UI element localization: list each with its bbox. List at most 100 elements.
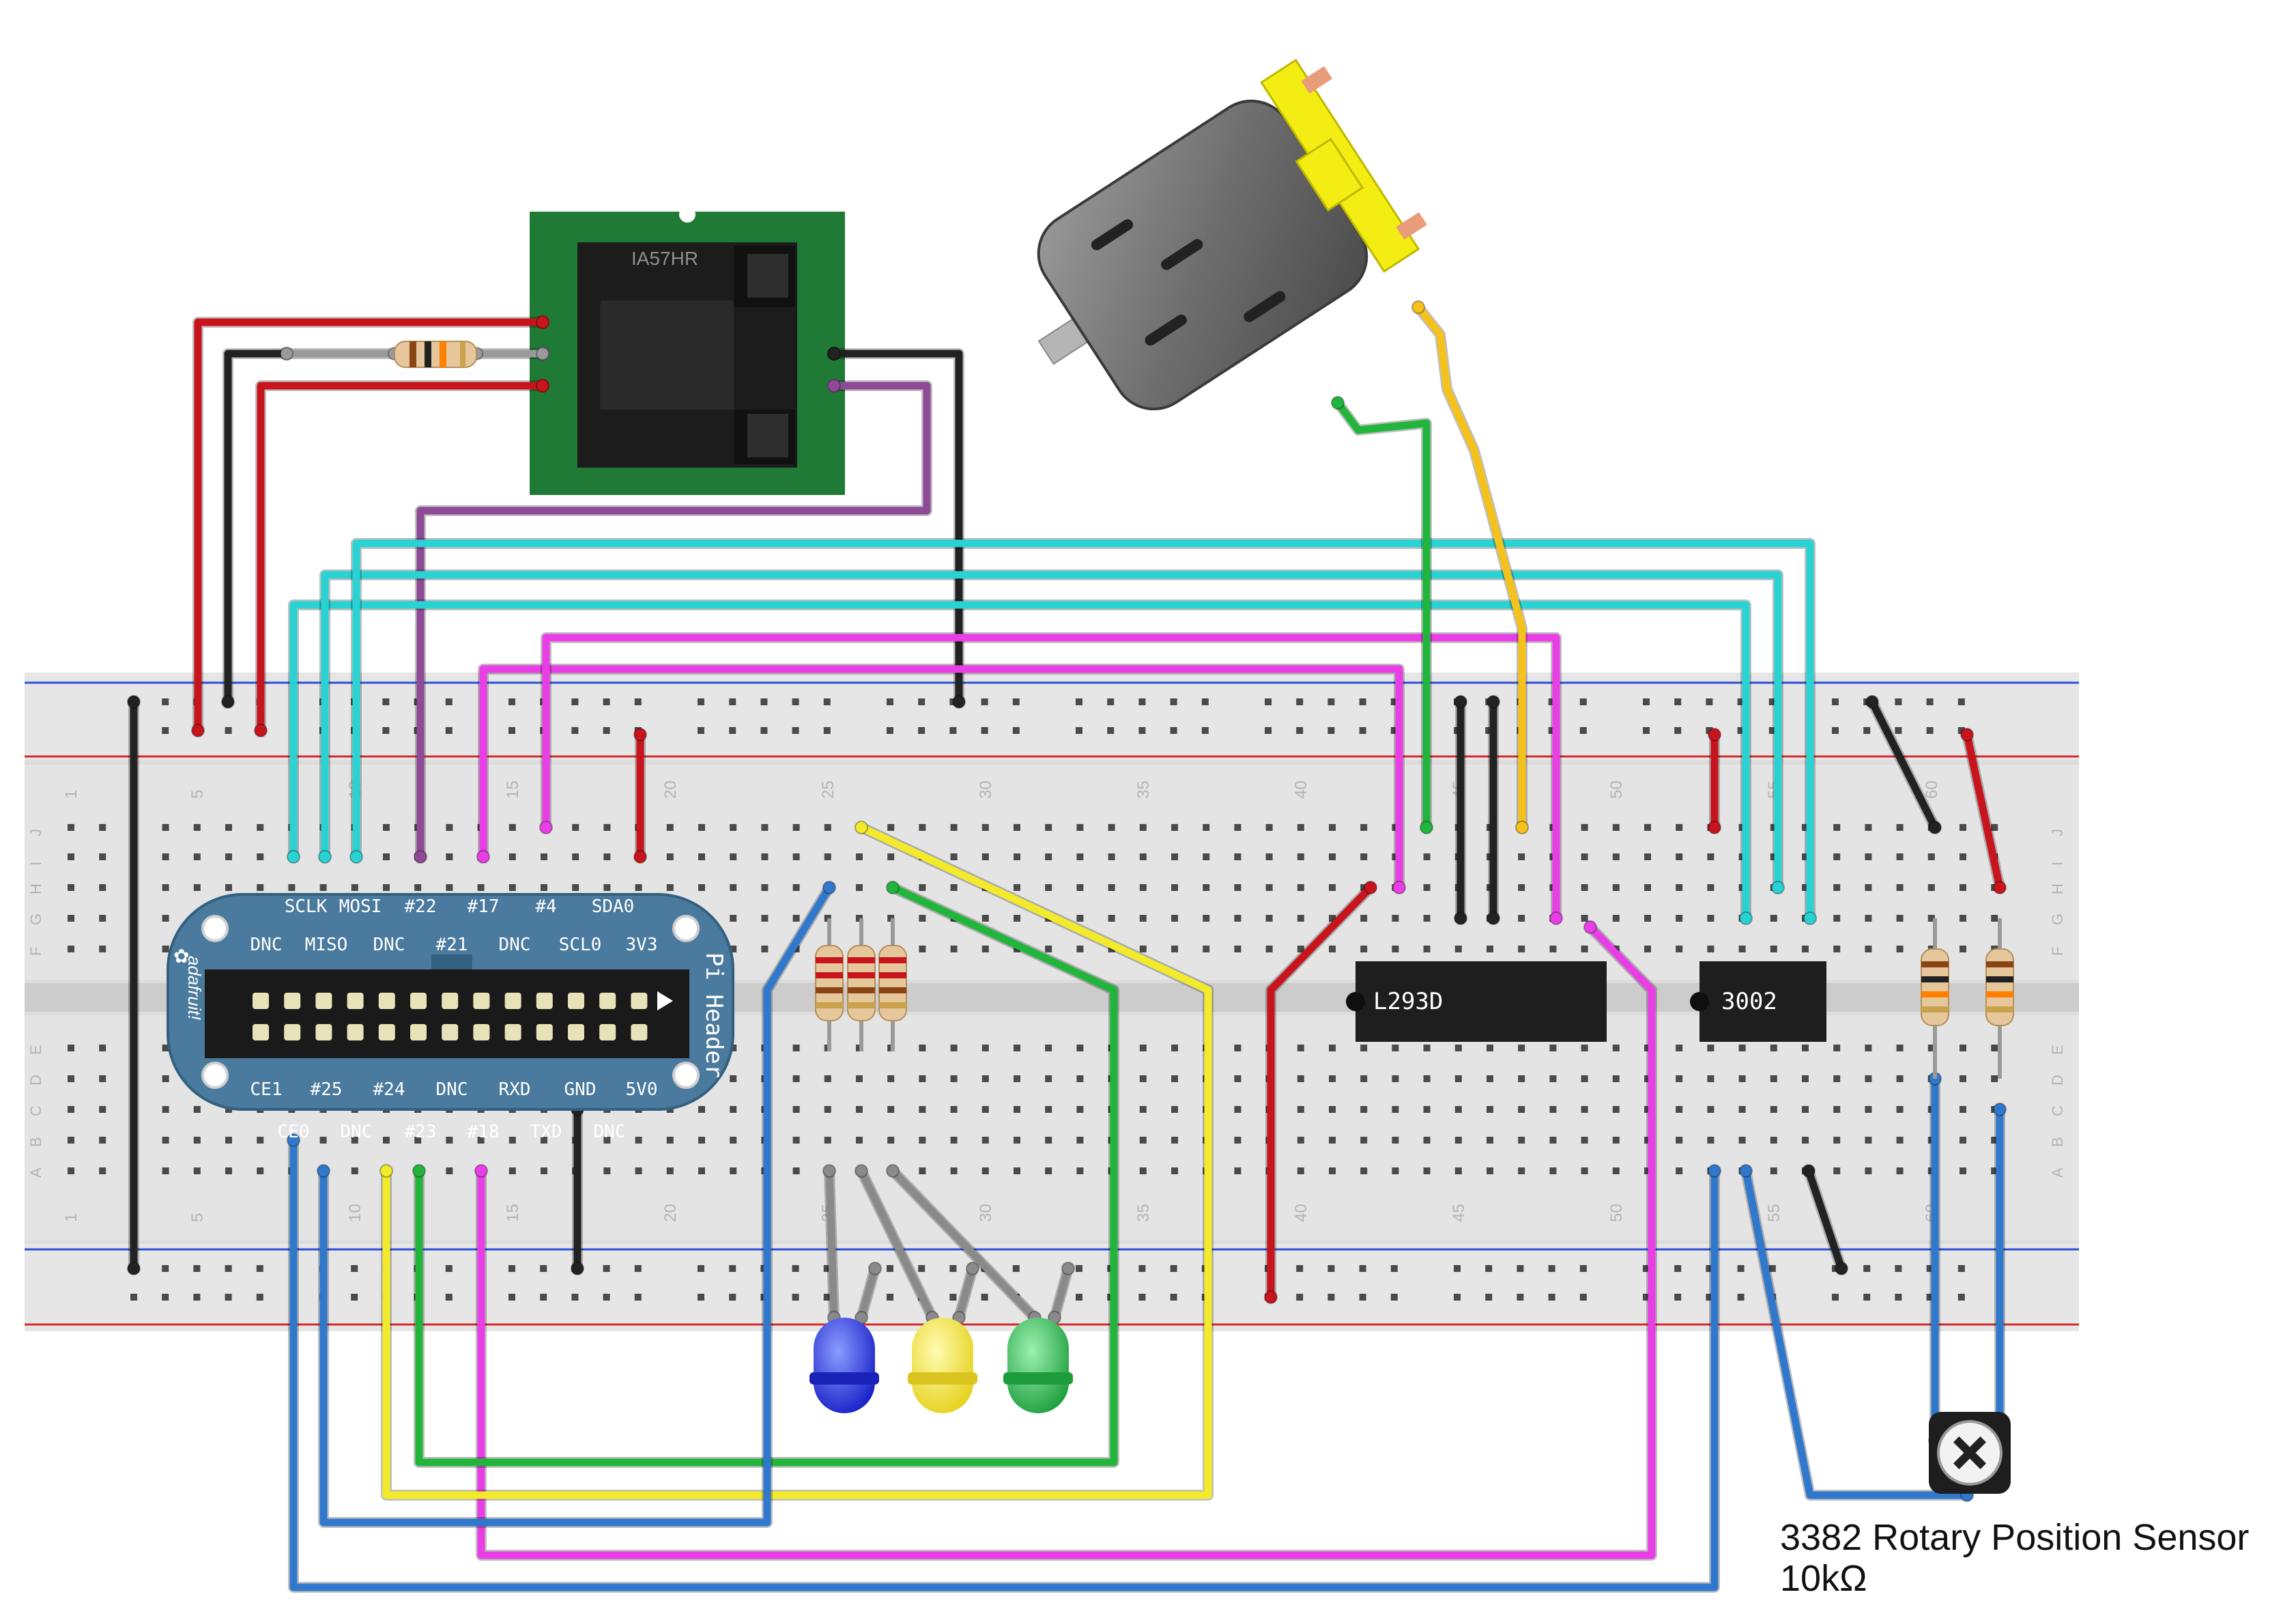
led-lens (912, 1318, 973, 1413)
rail-hole (981, 1294, 988, 1301)
rail-hole (1579, 727, 1587, 734)
breadboard-hole (1392, 1045, 1399, 1051)
gpio-pin (504, 1024, 521, 1040)
rail-hole (760, 727, 768, 734)
sensor-resistor (1985, 918, 2014, 1079)
pin-label: #23 (405, 1122, 437, 1142)
breadboard-hole (1612, 1075, 1620, 1082)
chip-body (1355, 961, 1607, 1042)
led-rim (908, 1372, 977, 1385)
wire-end (966, 1262, 979, 1275)
rail-hole (634, 698, 642, 705)
column-number: 30 (977, 780, 995, 799)
rail-hole (1957, 727, 1965, 734)
breadboard-hole (1076, 1106, 1084, 1113)
breadboard-hole (1738, 946, 1746, 952)
breadboard-hole (981, 946, 989, 952)
breadboard-hole (1203, 946, 1210, 952)
breadboard-hole (1234, 884, 1242, 891)
rail-hole (823, 727, 831, 734)
gpio-pin (284, 993, 301, 1009)
breadboard-hole (1896, 1075, 1904, 1082)
breadboard-hole (383, 884, 390, 891)
row-letter: E (2049, 1045, 2066, 1055)
breadboard-hole (225, 884, 232, 891)
magenta-wire (542, 634, 1560, 922)
rail-hole (508, 1294, 515, 1301)
top-power-rail (25, 672, 2079, 760)
rail-hole (792, 1294, 799, 1301)
rail-hole (1957, 698, 1965, 705)
rail-hole (1390, 1265, 1398, 1272)
breadboard-hole (1770, 824, 1777, 831)
breadboard-hole (603, 824, 611, 831)
rail-hole (603, 1294, 610, 1301)
breadboard-hole (1329, 1045, 1336, 1051)
chip-notch (1346, 992, 1365, 1011)
breadboard-hole (919, 1045, 926, 1051)
breadboard-hole (1360, 1106, 1368, 1113)
breadboard-hole (792, 884, 800, 891)
resistor-band (879, 987, 906, 993)
row-letter: F (27, 947, 44, 956)
breadboard-hole (1612, 1106, 1620, 1113)
breadboard-hole (383, 853, 390, 860)
breadboard-hole (1644, 1045, 1651, 1051)
breadboard-hole (1171, 824, 1178, 831)
breadboard-hole (1360, 915, 1368, 922)
breadboard-hole (446, 1137, 453, 1144)
rail-hole (1012, 1265, 1020, 1272)
cyan-wire (289, 601, 1750, 922)
breadboard-hole (1896, 1045, 1904, 1051)
rail-hole (1548, 727, 1555, 734)
breadboard-hole (730, 946, 737, 952)
breadboard-hole (99, 824, 106, 831)
breadboard-hole (1297, 824, 1304, 831)
motor-terminal (1301, 66, 1333, 94)
breadboard-hole (1960, 1167, 1966, 1174)
pin-label: CE1 (250, 1079, 283, 1100)
rail-hole (1296, 698, 1304, 705)
breadboard-hole (1707, 1106, 1714, 1113)
resistor-band (1921, 1006, 1949, 1012)
breadboard-hole (1360, 1137, 1368, 1144)
breadboard-hole (1960, 884, 1966, 891)
breadboard-hole (1392, 1075, 1399, 1082)
gpio-pin (504, 993, 521, 1009)
pin-label: #24 (373, 1079, 405, 1100)
breadboard-hole (856, 1075, 863, 1082)
breadboard-hole (1014, 884, 1020, 891)
breadboard-hole (1171, 915, 1178, 922)
wire-end (191, 724, 205, 737)
rail-hole (1768, 727, 1776, 734)
column-number: 40 (1292, 780, 1310, 799)
rail-hole (729, 1265, 736, 1272)
row-letter: C (2049, 1105, 2066, 1116)
led-resistor (815, 918, 844, 1051)
breadboard-hole (950, 824, 958, 831)
breadboard-hole (1423, 1045, 1431, 1051)
breadboard-hole (1045, 1137, 1052, 1144)
breadboard-hole (1014, 1106, 1020, 1113)
breadboard-hole (68, 1106, 74, 1113)
column-number: 30 (977, 1204, 995, 1222)
pin-label: #18 (468, 1122, 500, 1142)
breadboard-hole (1234, 1045, 1242, 1051)
wire-end (1771, 881, 1785, 894)
breadboard-hole (1329, 824, 1336, 831)
breadboard-hole (1991, 1167, 1998, 1174)
breadboard-hole (99, 946, 106, 952)
breadboard-hole (257, 853, 264, 860)
breadboard-hole (1770, 1137, 1777, 1144)
rail-hole (1485, 1265, 1493, 1272)
resistor-band (816, 957, 843, 963)
rail-hole (1138, 1265, 1146, 1272)
column-number: 15 (504, 1204, 522, 1222)
breadboard-hole (1707, 853, 1714, 860)
breadboard-hole (1392, 1167, 1399, 1174)
breadboard-hole (1802, 1075, 1809, 1082)
breadboard-hole (1045, 946, 1052, 952)
rail-hole (351, 1265, 358, 1272)
breadboard-hole (887, 1075, 895, 1082)
